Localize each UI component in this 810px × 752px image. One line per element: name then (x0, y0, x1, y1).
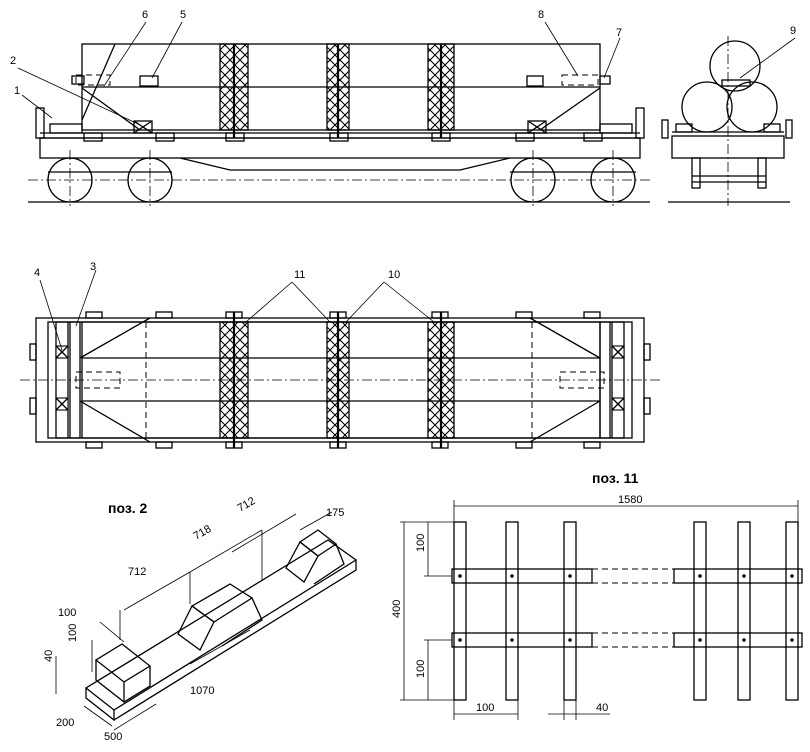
pos11-dim: 100 (415, 660, 427, 678)
pos2-title: поз. 2 (108, 500, 148, 516)
pos2-detail (55, 511, 358, 731)
pos2-dim: 1070 (190, 685, 214, 697)
pos11-dim: 400 (391, 600, 403, 618)
pos2-dim: 100 (67, 624, 79, 642)
pos2-dim: 40 (43, 650, 55, 662)
plan-view (20, 269, 660, 449)
pos11-dim: 1580 (618, 494, 642, 506)
side-view (17, 21, 650, 206)
platform-frame (39, 137, 641, 159)
callout-9: 9 (790, 25, 796, 37)
pos2-dim: 712 (236, 495, 258, 515)
callout-1: 1 (14, 85, 20, 97)
callout-6: 6 (142, 9, 148, 21)
pos11-dim: 100 (415, 534, 427, 552)
callout-7: 7 (616, 27, 622, 39)
cylinder-cargo (709, 40, 761, 92)
callout-2: 2 (10, 55, 16, 67)
callout-10: 10 (388, 269, 400, 281)
pos2-dim: 500 (104, 731, 122, 743)
callout-3: 3 (90, 261, 96, 273)
pos11-title: поз. 11 (592, 470, 639, 486)
pos11-dim: 100 (476, 702, 494, 714)
pos2-dim: 175 (326, 507, 344, 519)
pos2-dim: 712 (128, 566, 146, 578)
pos11-detail (400, 500, 803, 720)
callout-11: 11 (294, 269, 305, 281)
pos2-dim: 718 (192, 523, 214, 543)
callout-4: 4 (34, 267, 40, 279)
pos2-dim: 100 (58, 607, 76, 619)
pos2-dim: 200 (56, 717, 74, 729)
callout-8: 8 (538, 9, 544, 21)
pos11-dim: 40 (596, 702, 608, 714)
end-view (661, 36, 796, 206)
callout-5: 5 (180, 9, 186, 21)
